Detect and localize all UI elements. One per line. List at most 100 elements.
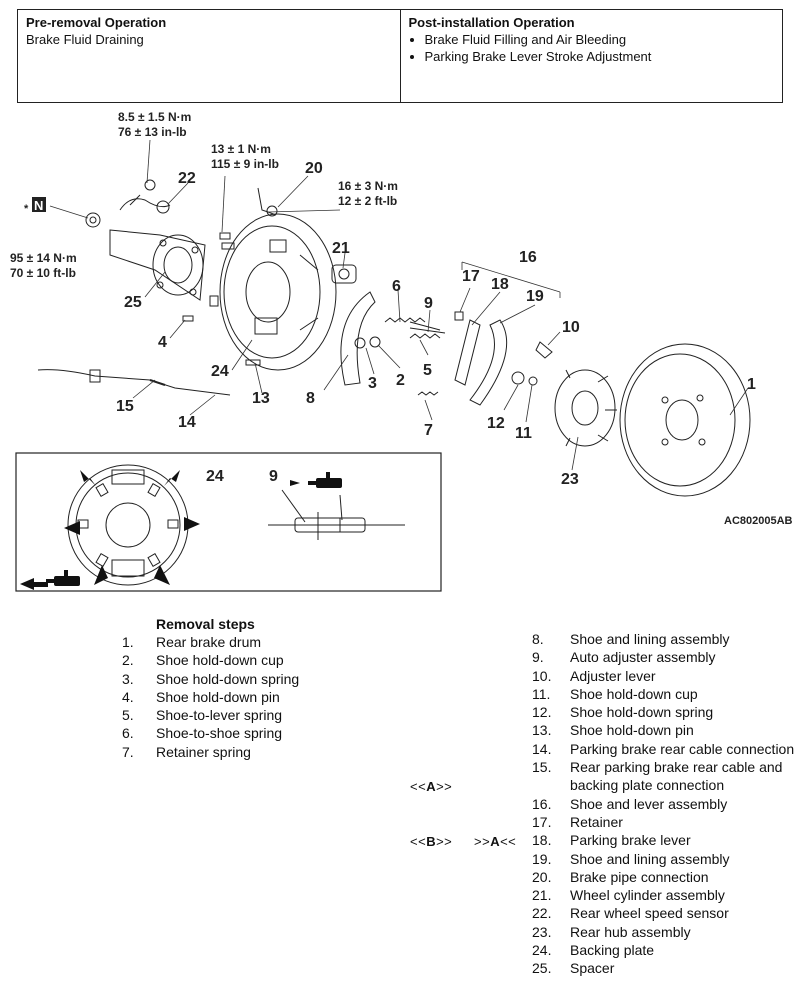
removal-steps-title: Removal steps	[156, 616, 255, 632]
callout-23: 23	[561, 471, 579, 488]
bolts-part	[182, 232, 261, 366]
removal-steps-left-list: 1.Rear brake drum 2.Shoe hold-down cup 3…	[122, 633, 299, 761]
step-number: 1.	[122, 634, 134, 650]
parking-cable-part	[37, 369, 231, 396]
pre-removal-cell: Pre-removal Operation Brake Fluid Draini…	[18, 10, 400, 102]
list-item: 14. Parking brake rear cable connection	[532, 740, 802, 758]
list-item: 11.Shoe hold-down cup	[532, 685, 802, 703]
exploded-brake-diagram: 8.5 ± 1.5 N·m 76 ± 13 in-lb 13 ± 1 N·m 1…	[10, 110, 793, 592]
step-number: 16.	[532, 795, 552, 812]
springs-part	[384, 317, 441, 339]
list-item: 16. Shoe and lever assembly	[532, 795, 802, 813]
inset-callout-9: 9	[269, 468, 278, 485]
step-text: Shoe and lever assembly	[570, 795, 728, 812]
list-item: 23.Rear hub assembly	[532, 923, 802, 941]
pre-removal-item: Brake Fluid Draining	[26, 32, 144, 47]
callout-21: 21	[332, 240, 350, 257]
list-item: 4. Shoe hold-down pin	[122, 688, 299, 706]
callout-14: 14	[178, 414, 196, 431]
step-text: Shoe and lining assembly	[570, 631, 730, 647]
marker-bracket: >>	[436, 834, 453, 849]
step-text: Shoe hold-down spring	[570, 704, 714, 721]
auto-adjuster-part	[409, 321, 446, 334]
marker-bracket: <<	[410, 834, 427, 849]
marker-bracket: <<	[500, 834, 517, 849]
step-number: 4.	[122, 688, 134, 705]
step-text: Rear parking brake rear cable and backin…	[570, 759, 783, 794]
step-number: 7.	[122, 743, 134, 760]
step-text: Shoe and lining assembly	[570, 850, 730, 867]
step-text: Shoe hold-down pin	[570, 722, 694, 739]
callout-17: 17	[462, 268, 480, 285]
marker-letter: B	[426, 834, 437, 849]
hub-nut-part	[85, 212, 101, 228]
step-text: Shoe hold-down cup	[156, 652, 284, 669]
list-item: 12. Shoe hold-down spring	[532, 703, 802, 721]
brake-drum-part	[619, 343, 751, 497]
torque-label: 115 ± 9 in-lb	[211, 157, 279, 171]
step-text: Parking brake lever	[570, 832, 691, 849]
step-number: 12.	[532, 704, 552, 721]
callout-2: 2	[396, 372, 405, 389]
shoe-lining-part-19	[469, 319, 508, 406]
brake-pipe-part	[257, 187, 277, 216]
callout-9: 9	[424, 295, 433, 312]
step-number: 25.	[532, 960, 552, 977]
step-text: Rear brake drum	[156, 634, 262, 650]
service-marker-a-install: >>A<<	[474, 834, 516, 849]
step-text: Parking brake rear cable connection	[570, 740, 795, 757]
inset-detail-box: 24 9	[15, 452, 442, 592]
marker-bracket: >>	[436, 779, 453, 794]
callout-20: 20	[305, 160, 323, 177]
list-item: 13. Shoe hold-down pin	[532, 721, 802, 739]
operations-table: Pre-removal Operation Brake Fluid Draini…	[17, 9, 783, 103]
step-text: Spacer	[570, 960, 615, 977]
post-installation-cell: Post-installation Operation Brake Fluid …	[399, 10, 783, 102]
wheel-speed-sensor-part	[119, 179, 171, 214]
list-item: 18. Parking brake lever	[532, 831, 802, 849]
step-text: Shoe-to-lever spring	[156, 707, 283, 724]
step-number: 20.	[532, 868, 552, 885]
callout-5: 5	[423, 362, 432, 379]
marker-bracket: >>	[474, 834, 491, 849]
list-item: 21.Wheel cylinder assembly	[532, 886, 802, 904]
backing-plate-part	[219, 213, 337, 371]
callout-22: 22	[178, 170, 196, 187]
step-text: Rear hub assembly	[570, 923, 691, 940]
callout-15: 15	[116, 398, 134, 415]
torque-label: 70 ± 10 ft-lb	[10, 266, 76, 280]
callout-18: 18	[491, 276, 509, 293]
list-item: 9. Auto adjuster assembly	[532, 648, 802, 666]
callout-16: 16	[519, 249, 537, 266]
step-number: 9.	[532, 649, 544, 666]
pre-removal-title: Pre-removal Operation	[26, 15, 167, 30]
callout-1: 1	[747, 376, 756, 393]
list-item: 15.Rear parking brake rear cable and bac…	[532, 758, 802, 795]
step-number: 22.	[532, 905, 552, 922]
step-number: 10.	[532, 667, 552, 684]
list-item: 20.Brake pipe connection	[532, 868, 802, 886]
auto-adjuster-detail	[268, 489, 405, 540]
n-mark-box	[32, 197, 46, 212]
marker-bracket: <<	[410, 779, 427, 794]
torque-label: 13 ± 1 N·m	[211, 142, 271, 156]
step-number: 8.	[532, 631, 544, 647]
wheel-cylinder-part	[331, 264, 357, 284]
step-text: Shoe hold-down pin	[156, 688, 280, 705]
step-number: 19.	[532, 850, 552, 867]
list-item: 1. Rear brake drum	[122, 633, 299, 651]
step-number: 14.	[532, 740, 552, 757]
service-marker-b: <<B>>	[410, 834, 452, 849]
step-number: 18.	[532, 832, 552, 849]
list-item: 24.Backing plate	[532, 941, 802, 959]
step-text: Auto adjuster assembly	[570, 649, 716, 666]
callout-3: 3	[368, 375, 377, 392]
list-item: 17.Retainer	[532, 813, 802, 831]
list-item: 3.Shoe hold-down spring	[122, 670, 299, 688]
step-number: 13.	[532, 722, 552, 739]
parking-lever-part	[454, 319, 481, 386]
step-number: 17.	[532, 813, 552, 830]
list-item: 5.Shoe-to-lever spring	[122, 706, 299, 724]
step-text: Shoe hold-down cup	[570, 685, 698, 702]
callout-13: 13	[252, 390, 270, 407]
